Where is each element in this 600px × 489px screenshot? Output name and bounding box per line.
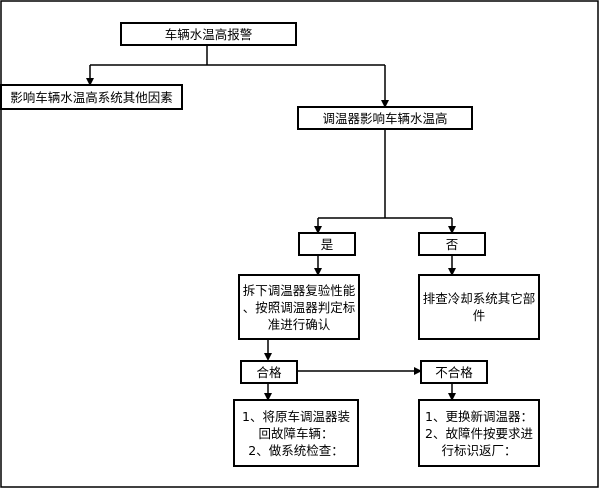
pass-action-line-1: 1、将原车调温器装 bbox=[242, 408, 350, 424]
check-other-node: 排查冷却系统其它部件 bbox=[418, 274, 540, 340]
yes-node: 是 bbox=[298, 232, 356, 256]
fail-action-line-2: 2、故障件按要求进 bbox=[425, 425, 533, 441]
fail-label: 不合格 bbox=[435, 364, 473, 380]
other-factors-node: 影响车辆水温高系统其他因素 bbox=[0, 84, 183, 110]
pass-action-line-2: 回故障车辆： bbox=[258, 425, 334, 441]
pass-label: 合格 bbox=[256, 364, 282, 380]
root-node-label: 车辆水温高报警 bbox=[164, 26, 253, 42]
retest-line-3: 准进行确认 bbox=[267, 316, 331, 332]
fail-action-line-1: 1、更换新调温器： bbox=[425, 408, 533, 424]
fail-actions-node: 1、更换新调温器： 2、故障件按要求进 行标识返厂： bbox=[418, 399, 540, 467]
fail-action-line-3: 行标识返厂： bbox=[441, 442, 517, 458]
retest-line-2: 、按照调温器判定标 bbox=[242, 299, 356, 315]
fail-node: 不合格 bbox=[420, 360, 488, 384]
other-factors-label: 影响车辆水温高系统其他因素 bbox=[10, 89, 173, 105]
no-label: 否 bbox=[445, 236, 459, 252]
thermostat-cause-label: 调温器影响车辆水温高 bbox=[322, 110, 448, 126]
retest-node: 拆下调温器复验性能 、按照调温器判定标 准进行确认 bbox=[238, 274, 360, 340]
pass-actions-node: 1、将原车调温器装 回故障车辆： 2、做系统检查： bbox=[233, 399, 359, 467]
thermostat-cause-node: 调温器影响车辆水温高 bbox=[297, 106, 473, 130]
retest-text: 拆下调温器复验性能 、按照调温器判定标 准进行确认 bbox=[243, 282, 356, 333]
root-node: 车辆水温高报警 bbox=[120, 22, 297, 46]
pass-node: 合格 bbox=[240, 360, 298, 384]
retest-line-1: 拆下调温器复验性能 bbox=[242, 282, 356, 298]
check-other-label: 排查冷却系统其它部件 bbox=[422, 291, 536, 323]
pass-actions-text: 1、将原车调温器装 回故障车辆： 2、做系统检查： bbox=[242, 408, 350, 459]
no-node: 否 bbox=[418, 232, 486, 256]
pass-action-line-3: 2、做系统检查： bbox=[248, 442, 344, 458]
fail-actions-text: 1、更换新调温器： 2、故障件按要求进 行标识返厂： bbox=[425, 408, 533, 459]
yes-label: 是 bbox=[320, 236, 334, 252]
